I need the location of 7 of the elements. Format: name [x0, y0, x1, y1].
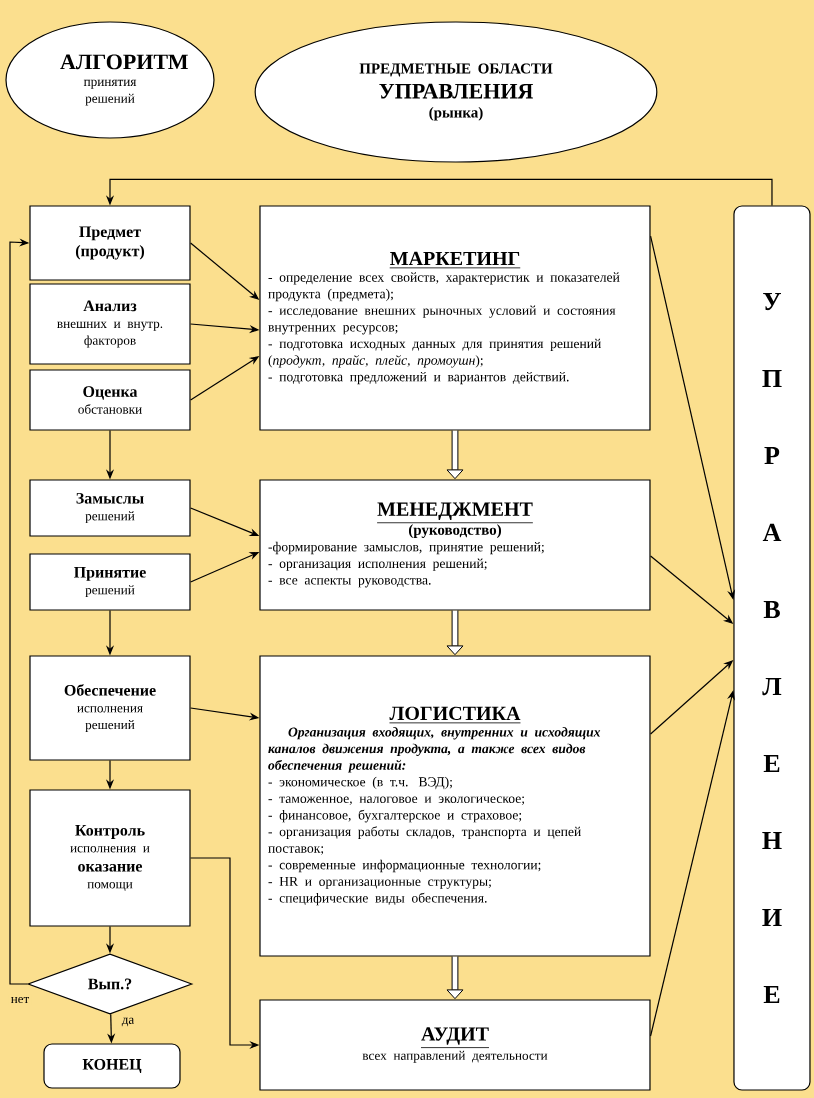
hollow-arrow: [446, 956, 464, 1000]
vertical-word-box: У П Р А В Л Е Н И Е: [733, 205, 811, 1091]
end-box: КОНЕЦ: [43, 1043, 181, 1089]
step-box: Предмет (продукт): [29, 205, 191, 281]
arrow: [650, 235, 736, 600]
hollow-arrow: [446, 610, 464, 656]
hollow-arrow: [446, 430, 464, 480]
